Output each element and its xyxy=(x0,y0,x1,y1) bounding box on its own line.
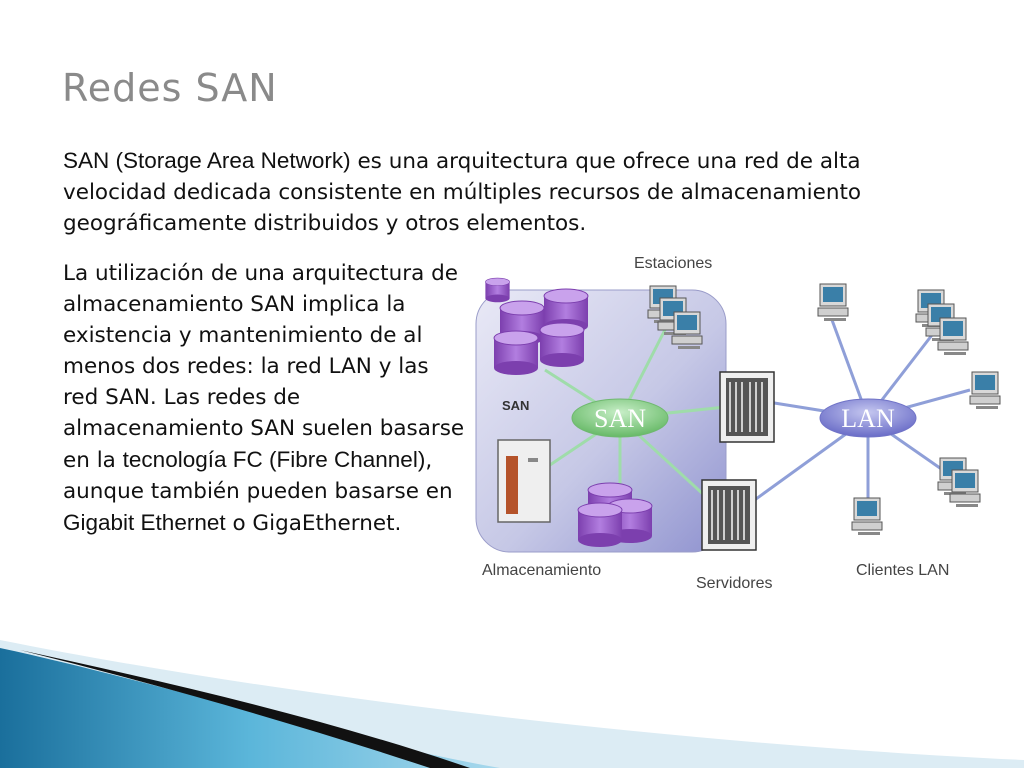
storage-cabinet-icon xyxy=(497,439,551,523)
fc-technology-term: tecnología FC (Fibre Channel) xyxy=(122,447,426,472)
lan-oval-label: LAN xyxy=(841,404,895,433)
servidores-label: Servidores xyxy=(696,575,772,592)
san-oval xyxy=(571,398,669,438)
detail-text-2: , aunque también pueden basarse en xyxy=(63,448,453,504)
gigabit-ethernet-term: Gigabit Ethernet xyxy=(63,510,226,535)
san-oval-label: SAN xyxy=(594,404,646,433)
detail-text-1: La utilización de una arquitectura de al… xyxy=(63,261,465,473)
san-network-diagram: SAN xyxy=(475,255,1001,592)
slide-title: Redes SAN xyxy=(62,66,278,110)
detail-text-3: o GigaEthernet. xyxy=(225,511,402,536)
lan-oval xyxy=(819,398,917,438)
intro-paragraph: SAN (Storage Area Network) es una arquit… xyxy=(63,145,963,239)
san-disks-label: SAN xyxy=(502,398,529,413)
estaciones-label: Estaciones xyxy=(634,255,712,272)
intro-text: es una arquitectura que ofrece una red d… xyxy=(63,149,862,236)
almacenamiento-label: Almacenamiento xyxy=(482,562,601,579)
san-definition-term: SAN (Storage Area Network) xyxy=(63,148,351,173)
decorative-bottom-swoosh xyxy=(0,640,1024,768)
clientes-lan-label: Clientes LAN xyxy=(856,562,949,579)
detail-paragraph: La utilización de una arquitectura de al… xyxy=(63,258,468,539)
